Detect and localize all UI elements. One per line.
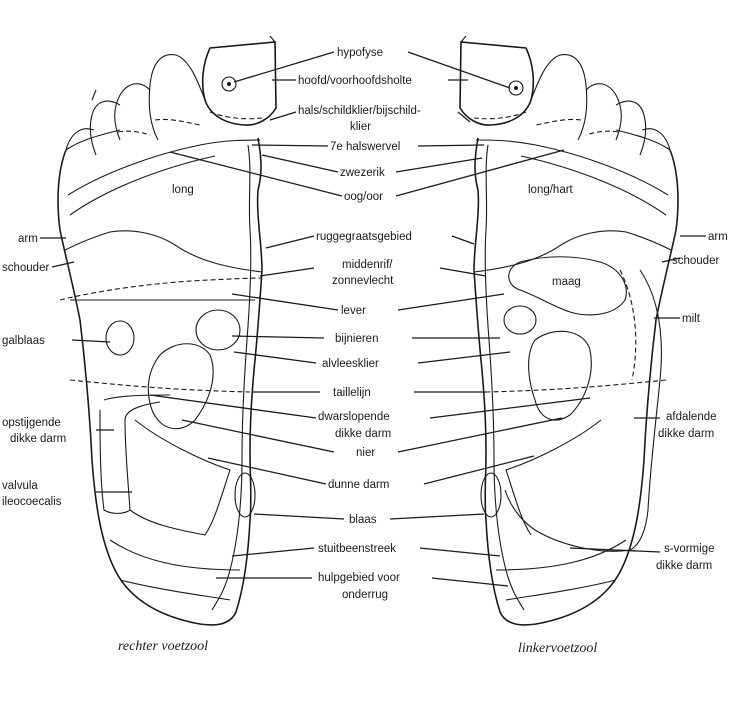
label-afdalende: afdalende xyxy=(666,411,717,423)
label-zonnevlecht: zonnevlecht xyxy=(332,275,394,287)
label-opstijgende-2: dikke darm xyxy=(10,433,66,445)
leader-lines xyxy=(40,51,706,587)
label-middenrif: middenrif/ xyxy=(342,259,393,271)
label-ruggegraatsgebied: ruggegraatsgebied xyxy=(316,231,412,243)
label-hulpgebied: hulpgebied voor xyxy=(318,572,400,584)
label-oog-oor: oog/oor xyxy=(344,191,383,203)
label-galblaas: galblaas xyxy=(2,335,45,347)
label-opstijgende: opstijgende xyxy=(2,417,61,429)
label-zwezerik: zwezerik xyxy=(340,167,385,179)
label-dwarslopende-2: dikke darm xyxy=(335,428,391,440)
label-hals-schildklier-2: klier xyxy=(350,121,371,133)
label-bijnieren: bijnieren xyxy=(335,333,378,345)
label-long: long xyxy=(172,184,194,196)
label-lever: lever xyxy=(341,305,366,317)
label-milt: milt xyxy=(682,313,701,325)
label-alvleesklier: alvleesklier xyxy=(322,358,379,370)
label-arm-right: arm xyxy=(18,233,38,245)
caption-left-foot: linkervoetzool xyxy=(518,641,597,656)
label-nier: nier xyxy=(356,447,375,459)
label-long-hart: long/hart xyxy=(528,184,574,196)
label-dunne-darm: dunne darm xyxy=(328,479,389,491)
label-7e-halswervel: 7e halswervel xyxy=(330,141,400,153)
label-s-vormige-2: dikke darm xyxy=(656,560,712,572)
label-taillelijn: taillelijn xyxy=(333,387,371,399)
label-schouder-left: schouder xyxy=(672,255,719,267)
label-ileocoecalis: ileocoecalis xyxy=(2,496,62,508)
label-onderrug: onderrug xyxy=(342,589,388,601)
label-s-vormige: s-vormige xyxy=(664,543,714,555)
left-foot-outline xyxy=(459,35,679,626)
label-maag: maag xyxy=(552,276,581,288)
label-hoofd-voorhoofdsholte: hoofd/voorhoofdsholte xyxy=(298,75,412,87)
label-hypofyse: hypofyse xyxy=(337,47,383,59)
label-schouder-right: schouder xyxy=(2,262,49,274)
caption-right-foot: rechter voetzool xyxy=(118,639,208,654)
right-foot-outline xyxy=(57,35,277,626)
label-valvula: valvula xyxy=(2,480,38,492)
label-afdalende-2: dikke darm xyxy=(658,428,714,440)
labels: hypofyse hoofd/voorhoofdsholte hals/schi… xyxy=(2,47,728,656)
label-stuitbeenstreek: stuitbeenstreek xyxy=(318,543,396,555)
label-blaas: blaas xyxy=(349,514,377,526)
label-dwarslopende: dwarslopende xyxy=(318,411,390,423)
label-arm-left: arm xyxy=(708,231,728,243)
label-hals-schildklier: hals/schildklier/bijschild- xyxy=(298,105,421,117)
